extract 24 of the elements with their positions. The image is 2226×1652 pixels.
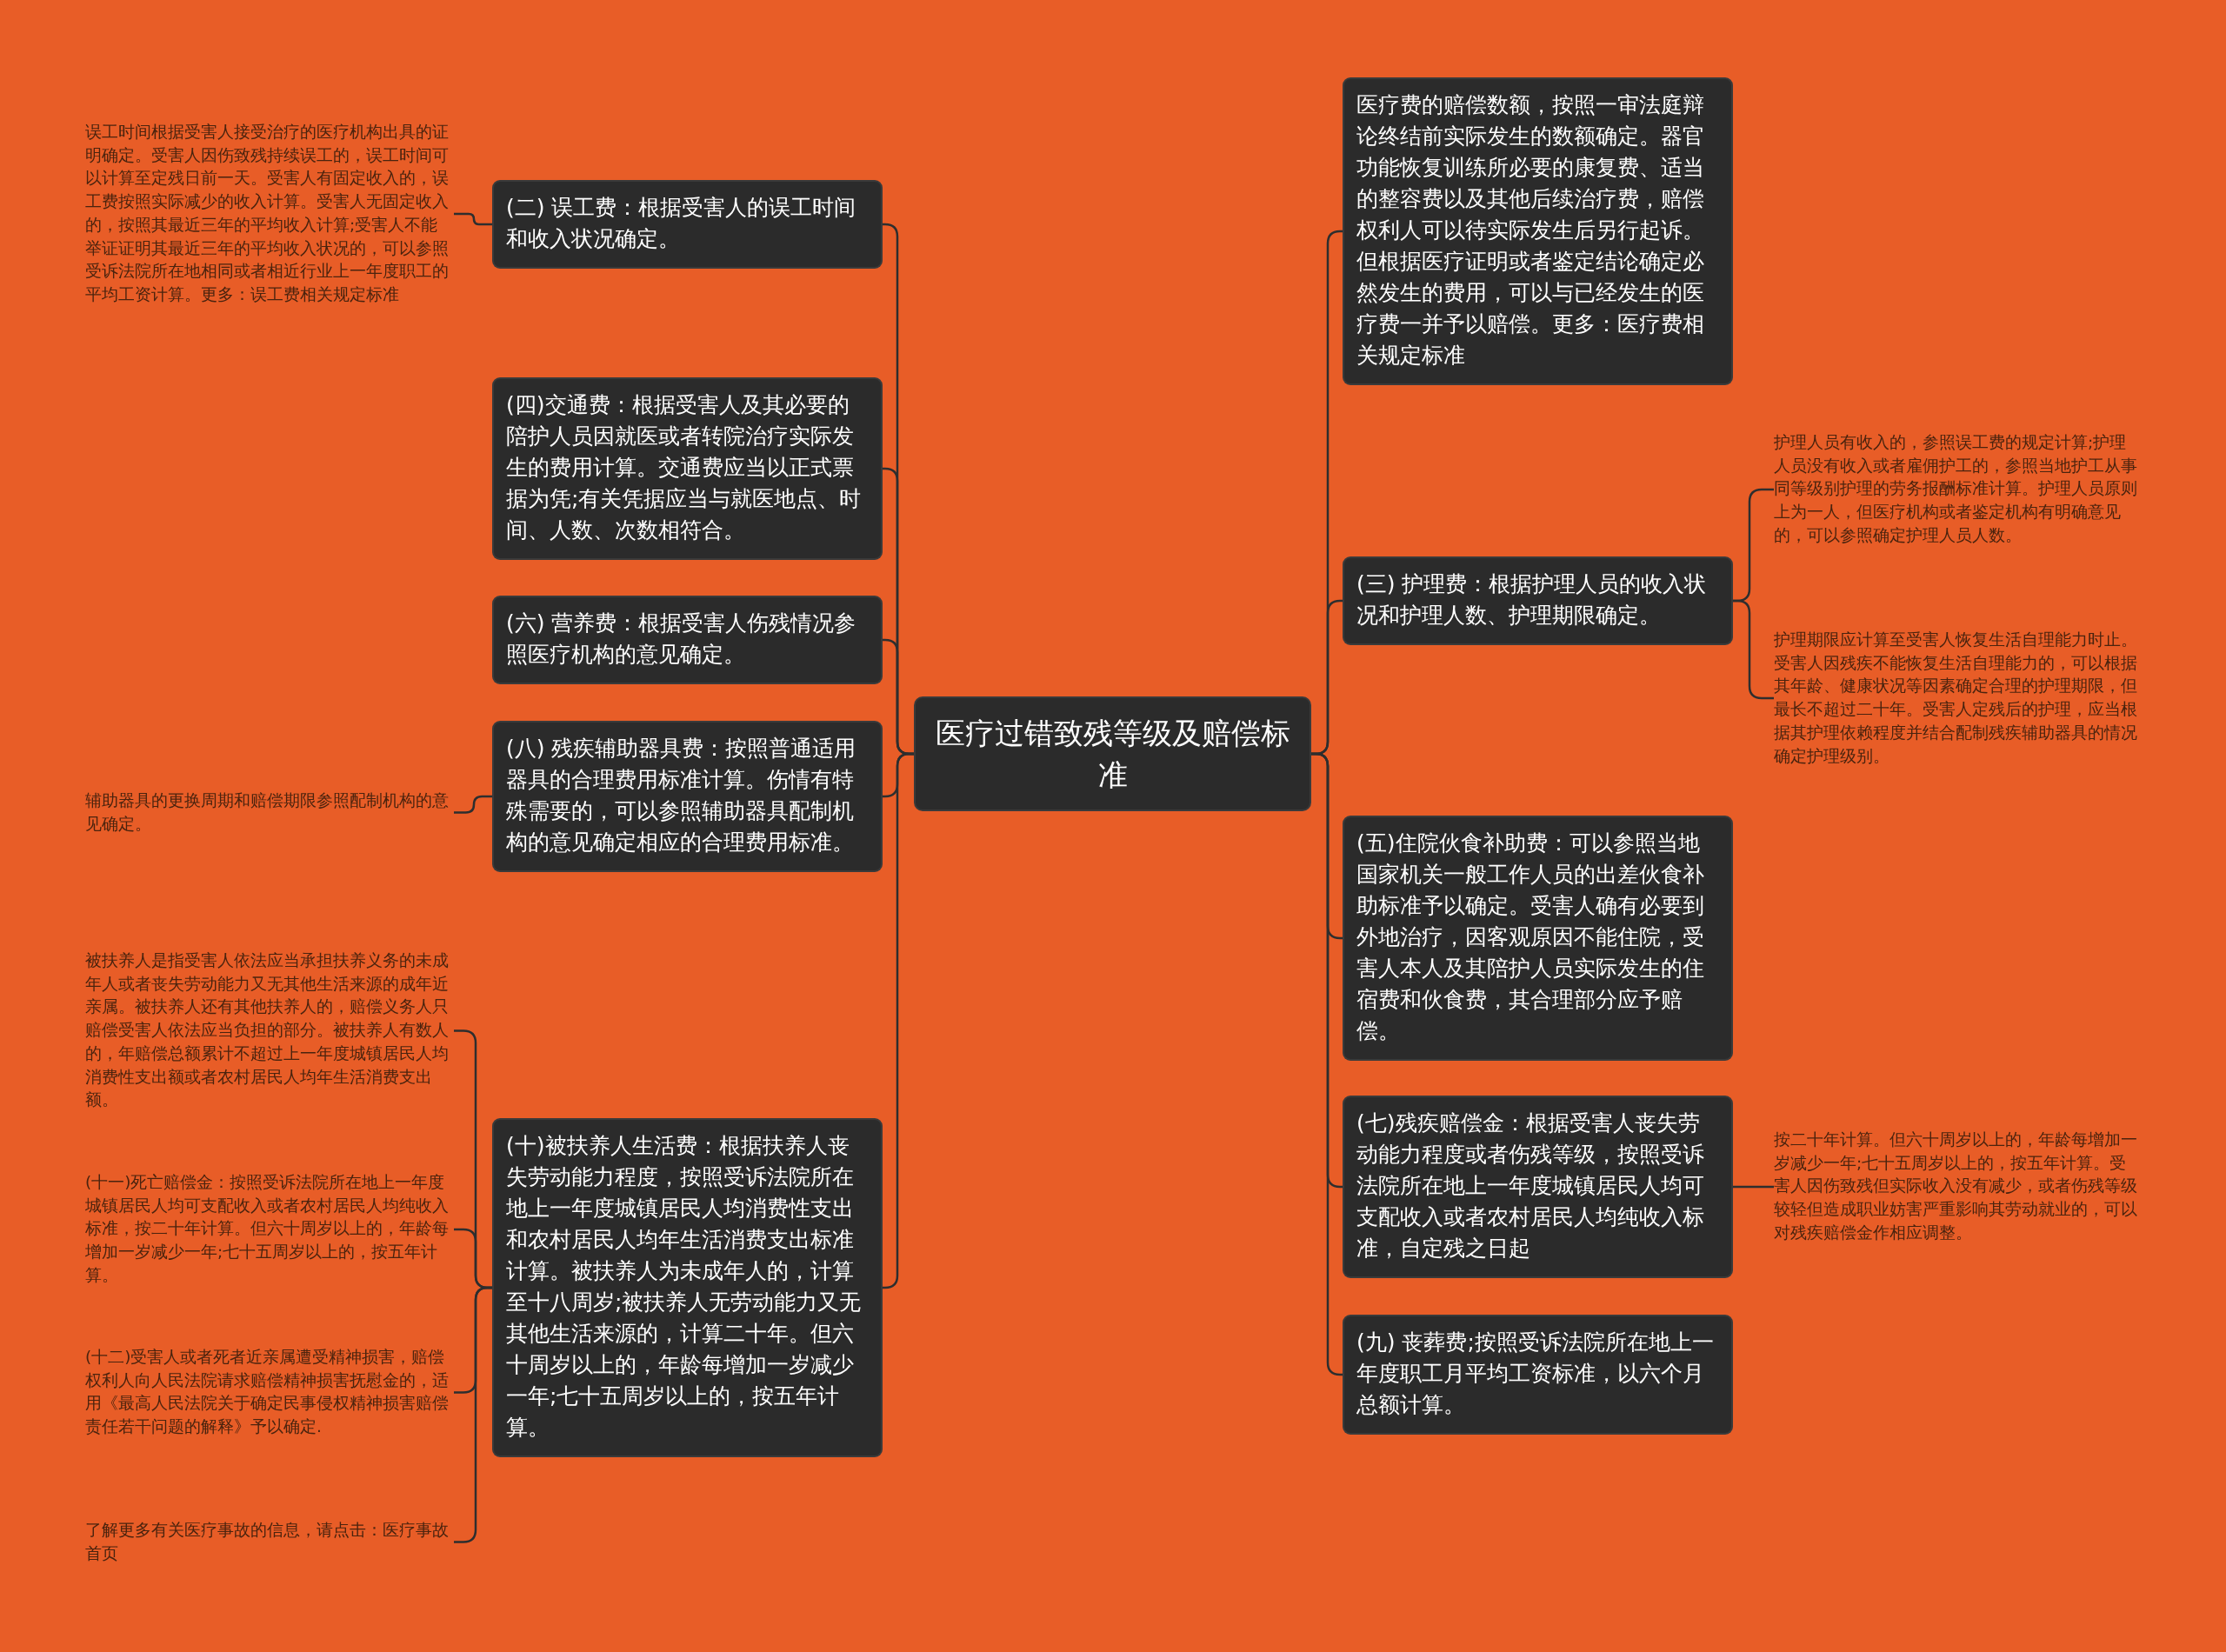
branch-box: (八) 残疾辅助器具费：按照普通适用器具的合理费用标准计算。伤情有特殊需要的，可以参照辅助器具配制机构的意见确定相应的合理费用标准。 bbox=[494, 723, 881, 870]
connector-line bbox=[454, 795, 494, 814]
branch-box: (七)残疾赔偿金：根据受害人丧失劳动能力程度或者伤残等级，按照受诉法院所在地上一年度城镇居民人均可支配收入或者农村居民人均纯收入标准，自定残之日起 bbox=[1344, 1097, 1731, 1276]
note-text: 了解更多有关医疗事故的信息，请点击：医疗事故首页 bbox=[85, 1519, 454, 1566]
branch-box: (四)交通费：根据受害人及其必要的陪护人员因就医或者转院治疗实际发生的费用计算。交通费应当以正式票据为凭;有关凭据应当与就医地点、时间、人数、次数相符合。 bbox=[494, 379, 881, 558]
note-text: (十二)受害人或者死者近亲属遭受精神损害，赔偿权利人向人民法院请求赔偿精神损害抚慰金的，适用《最高人民法院关于确定民事侵权精神损害赔偿责任若干问题的解释》予以确定. bbox=[85, 1346, 454, 1439]
note-text: 按二十年计算。但六十周岁以上的，年龄每增加一岁减少一年;七十五周岁以上的，按五年计算。受害人因伤致残但实际收入没有减少，或者伤残等级较轻但造成职业妨害严重影响其劳动就业的，可以对残疾赔偿金作相应调整。 bbox=[1774, 1129, 2143, 1245]
branch-box: (二) 误工费：根据受害人的误工时间和收入状况确定。 bbox=[494, 182, 881, 267]
connector-line bbox=[454, 212, 494, 226]
note-text: 护理人员有收入的，参照误工费的规定计算;护理人员没有收入或者雇佣护工的，参照当地护工从事同等级别护理的劳务报酬标准计算。护理人员原则上为一人，但医疗机构或者鉴定机构有明确意见的，可以参照确定护理人员人数。 bbox=[1774, 431, 2143, 548]
branch-box: (六) 营养费：根据受害人伤残情况参照医疗机构的意见确定。 bbox=[494, 597, 881, 683]
connector-line bbox=[1731, 1185, 1774, 1189]
topic-box: 医疗过错致残等级及赔偿标准 bbox=[916, 698, 1310, 809]
note-text: 辅助器具的更换周期和赔偿期限参照配制机构的意见确定。 bbox=[85, 789, 454, 836]
branch-box: (三) 护理费：根据护理人员的收入状况和护理人数、护理期限确定。 bbox=[1344, 558, 1731, 643]
note-text: (十一)死亡赔偿金：按照受诉法院所在地上一年度城镇居民人均可支配收入或者农村居民人均纯收入标准，按二十年计算。但六十周岁以上的，年龄每增加一岁减少一年;七十五周岁以上的，按五年计算。 bbox=[85, 1171, 454, 1288]
connector-line bbox=[1310, 752, 1345, 1376]
branch-box: (九) 丧葬费;按照受诉法院所在地上一年度职工月平均工资标准，以六个月总额计算。 bbox=[1344, 1316, 1731, 1433]
branch-box: 医疗费的赔偿数额，按照一审法庭辩论终结前实际发生的数额确定。器官功能恢复训练所必要的康复费、适当的整容费以及其他后续治疗费，赔偿权利人可以待实际发生后另行起诉。但根据医疗证明或者鉴定结论确定必然发生的费用，可以与已经发生的医疗费一并予以赔偿。更多：医疗费相关规定标准 bbox=[1344, 79, 1731, 383]
note-text: 护理期限应计算至受害人恢复生活自理能力时止。受害人因残疾不能恢复生活自理能力的，可以根据其年龄、健康状况等因素确定合理的护理期限，但最长不超过二十年。受害人定残后的护理，应当根据其护理依赖程度并结合配制残疾辅助器具的情况确定护理级别。 bbox=[1774, 629, 2143, 769]
note-text: 被扶养人是指受害人依法应当承担扶养义务的未成年人或者丧失劳动能力又无其他生活来源的成年近亲属。被扶养人还有其他扶养人的，赔偿义务人只赔偿受害人依法应当负担的部分。被扶养人有数人的，年赔偿总额累计不超过上一年度城镇居民人均消费性支出额或者农村居民人均年生活消费支出额。 bbox=[85, 949, 454, 1112]
note-text: 误工时间根据受害人接受治疗的医疗机构出具的证明确定。受害人因伤致残持续误工的，误工时间可以计算至定残日前一天。受害人有固定收入的，误工费按照实际减少的收入计算。受害人无固定收入的，按照其最近三年的平均收入计算;受害人不能举证证明其最近三年的平均收入状况的，可以参照受诉法院所在地相同或者相近行业上一年度职工的平均工资计算。更多：误工费相关规定标准 bbox=[85, 121, 454, 307]
branch-box: (五)住院伙食补助费：可以参照当地国家机关一般工作人员的出差伙食补助标准予以确定。受害人确有必要到外地治疗，因客观原因不能住院，受害人本人及其陪护人员实际发生的住宿费和伙食费，其合理部分应予赔偿。 bbox=[1344, 817, 1731, 1059]
branch-box: (十)被扶养人生活费：根据扶养人丧失劳动能力程度，按照受诉法院所在地上一年度城镇居民人均消费性支出和农村居民人均年生活消费支出标准计算。被扶养人为未成年人的，计算至十八周岁;被扶养人无劳动能力又无其他生活来源的，计算二十年。但六十周岁以上的，年龄每增加一岁减少一年;七十五周岁以上的，按五年计算。 bbox=[494, 1120, 881, 1455]
